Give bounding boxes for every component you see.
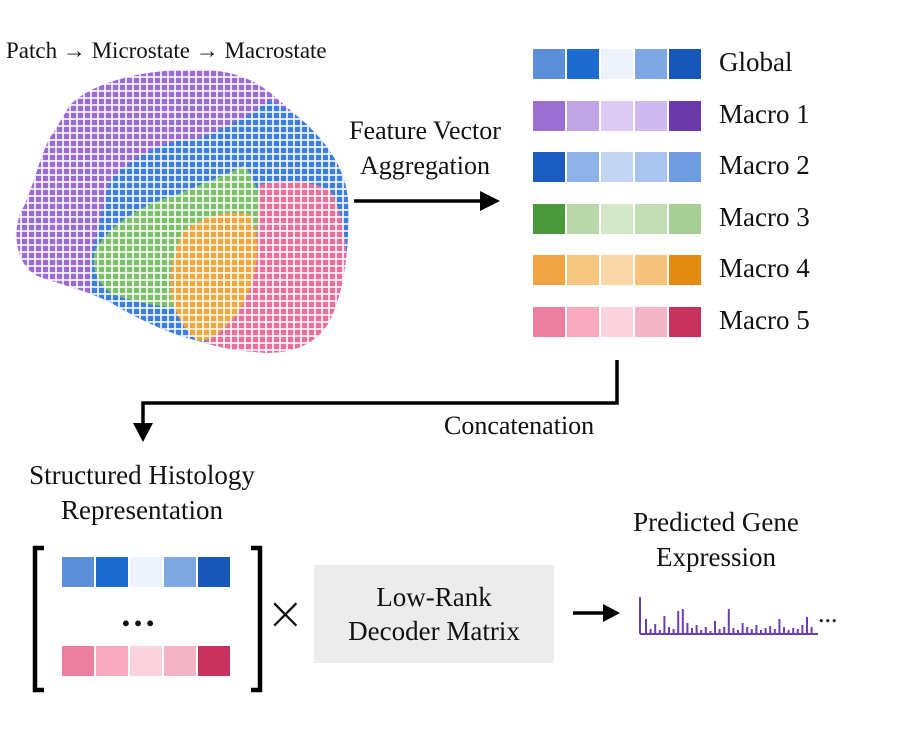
feature-vector-macro-4 [533, 255, 701, 286]
feature-cell [601, 152, 633, 183]
feature-cell [669, 152, 701, 183]
prediction-label-line1: Predicted Gene [633, 507, 799, 537]
feature-cell [567, 49, 599, 79]
feature-cell [669, 255, 701, 286]
feature-row-label: Macro 1 [719, 98, 810, 129]
matrix-ellipsis: … [120, 594, 156, 634]
feature-cell [635, 307, 667, 337]
feature-cell [635, 49, 667, 79]
matrix-cell [62, 646, 94, 676]
feature-cell [533, 49, 565, 79]
matrix-cell [164, 646, 196, 676]
feature-cell [669, 203, 701, 234]
aggregation-label-line2: Aggregation [360, 151, 490, 180]
feature-cell [533, 255, 565, 286]
representation-label-line1: Structured Histology [29, 460, 255, 490]
feature-cell [635, 100, 667, 131]
feature-cell [567, 255, 599, 286]
feature-row-label: Macro 2 [719, 150, 810, 181]
aggregation-label-line1: Feature Vector [349, 116, 501, 145]
left-bracket [32, 545, 44, 693]
feature-cell [669, 100, 701, 131]
feature-cell [635, 203, 667, 234]
representation-label-line2: Representation [61, 495, 223, 525]
feature-cell [601, 255, 633, 286]
prediction-label-line2: Expression [656, 542, 776, 572]
right-bracket [251, 545, 263, 693]
feature-vector-macro-3 [533, 203, 701, 234]
matrix-cell [164, 557, 196, 587]
matrix-cell [130, 557, 162, 587]
prediction-label: Predicted Gene Expression [606, 505, 826, 575]
gene-expression-plot [639, 597, 818, 635]
feature-cell [669, 307, 701, 337]
decoder-label: Low-Rank Decoder Matrix [314, 580, 554, 648]
feature-vector-macro-2 [533, 152, 701, 183]
matrix-cell [62, 557, 94, 587]
feature-row-label: Macro 4 [719, 253, 810, 284]
feature-vector-global [533, 49, 701, 79]
flow-title: Patch → Microstate → Macrostate [6, 38, 327, 63]
feature-cell [635, 152, 667, 183]
feature-cell [601, 100, 633, 131]
matrix-cell [96, 557, 128, 587]
feature-cell [601, 49, 633, 79]
matrix-row [62, 557, 230, 587]
aggregation-label: Feature Vector Aggregation [325, 113, 525, 183]
feature-vector-macro-5 [533, 307, 701, 337]
feature-cell [533, 307, 565, 337]
decoder-label-line2: Decoder Matrix [348, 616, 520, 646]
concatenation-label: Concatenation [444, 411, 595, 440]
feature-cell [601, 203, 633, 234]
feature-cell [533, 100, 565, 131]
feature-row-label: Macro 3 [719, 201, 810, 232]
feature-cell [567, 307, 599, 337]
matrix-cell [198, 646, 230, 676]
feature-cell [567, 203, 599, 234]
feature-row-label: Global [719, 47, 793, 77]
feature-vector-macro-1 [533, 100, 701, 131]
representation-label: Structured Histology Representation [0, 458, 284, 528]
multiply-symbol: × [266, 586, 305, 640]
feature-row-label: Macro 5 [719, 305, 810, 335]
feature-cell [567, 152, 599, 183]
feature-cell [601, 307, 633, 337]
prediction-trailing-dots: ... [818, 599, 838, 628]
matrix-cell [198, 557, 230, 587]
decoder-label-line1: Low-Rank [376, 582, 492, 612]
feature-cell [533, 203, 565, 234]
feature-cell [567, 100, 599, 131]
decoder-matrix-box [314, 565, 554, 663]
feature-cell [669, 49, 701, 79]
concatenation-arrow [141, 360, 619, 425]
matrix-row [62, 646, 230, 676]
feature-cell [533, 152, 565, 183]
feature-cell [635, 255, 667, 286]
matrix-cell [130, 646, 162, 676]
matrix-cell [96, 646, 128, 676]
